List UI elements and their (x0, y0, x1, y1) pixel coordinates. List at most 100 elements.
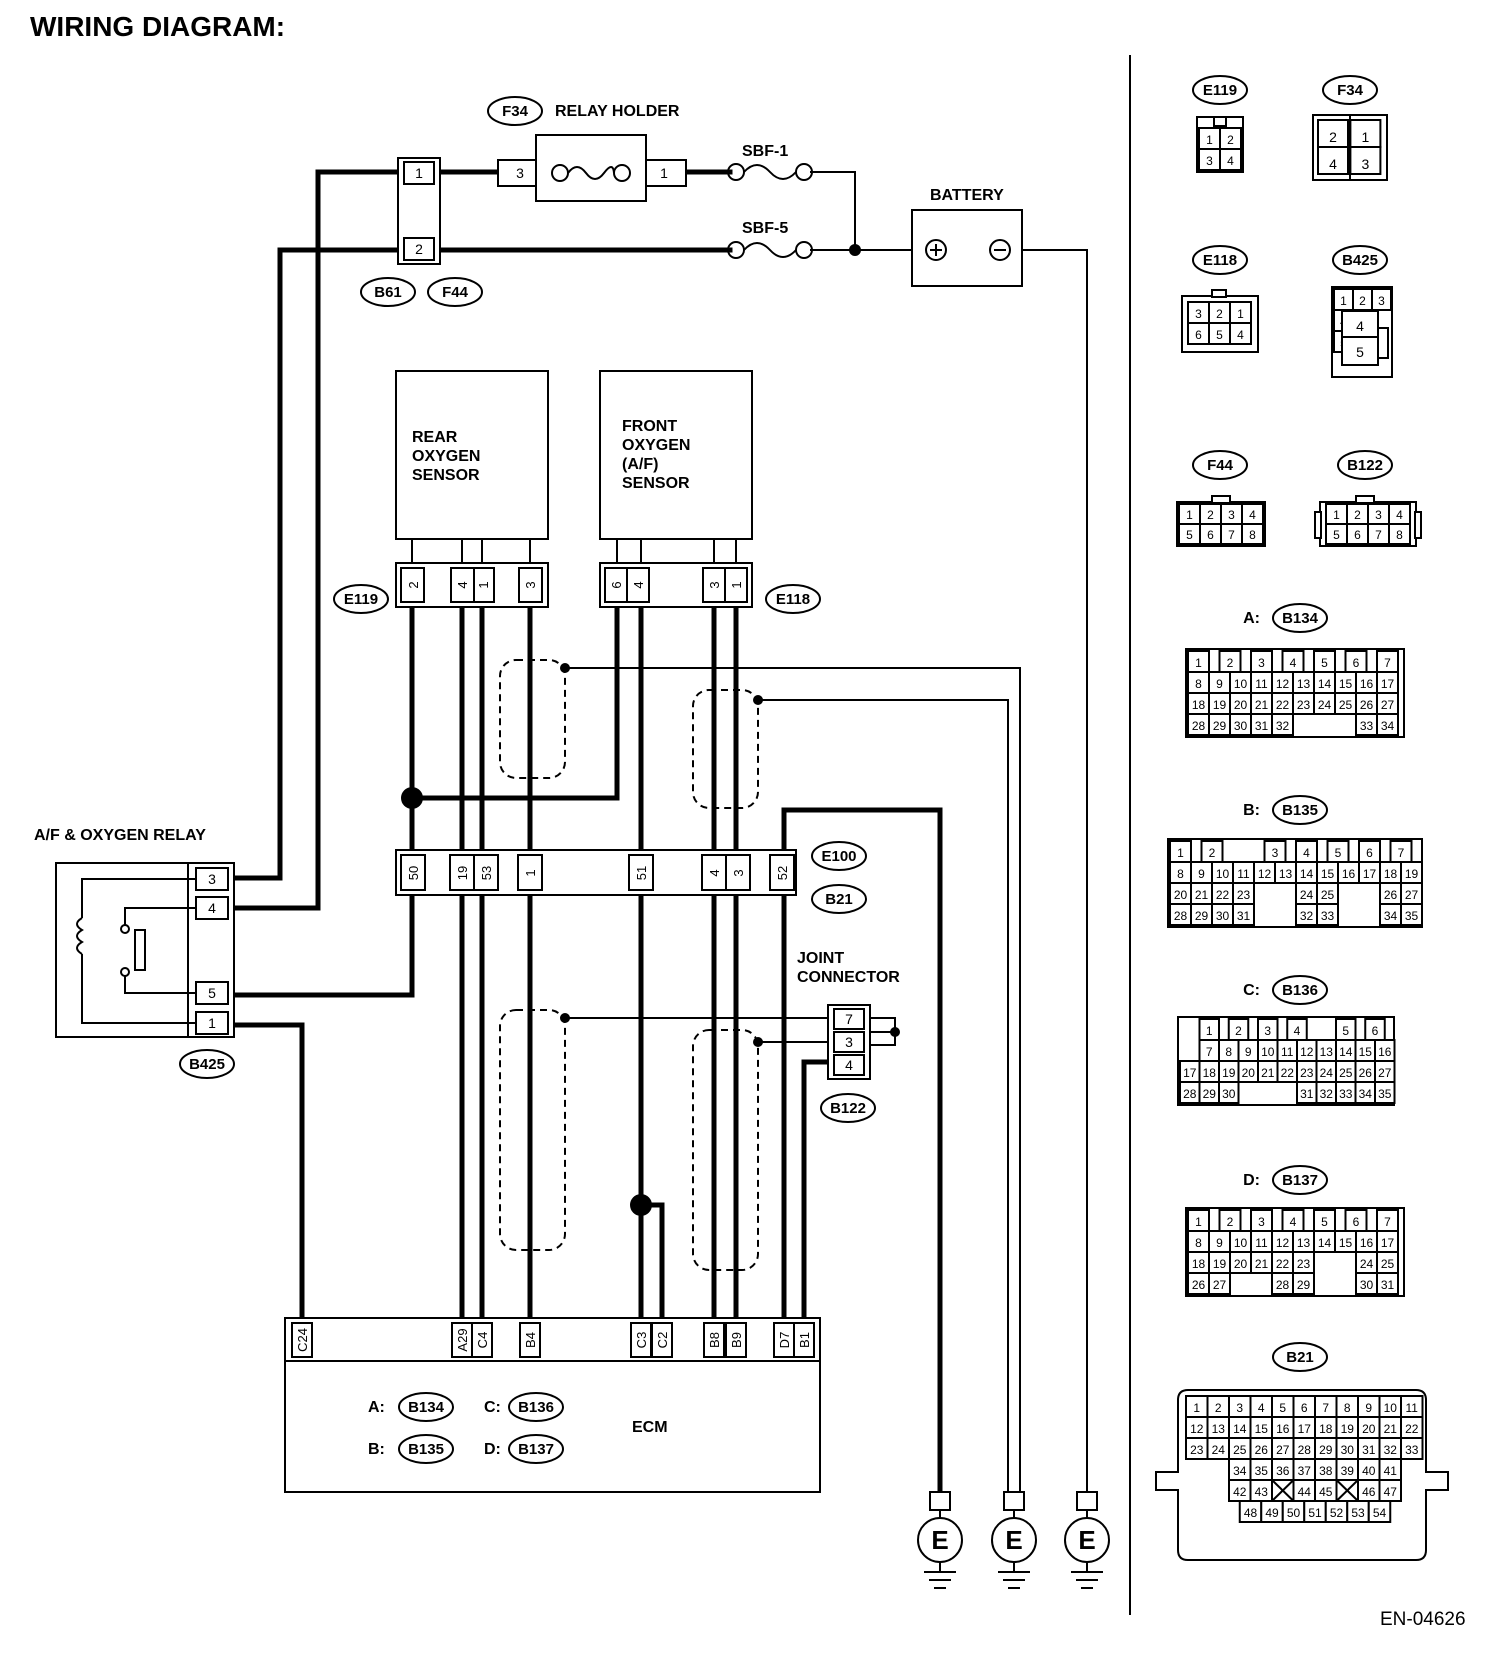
face-b135-tag: B135 (1282, 802, 1318, 819)
tag-b61: B61 (374, 284, 402, 301)
face-b425-tag: B425 (1342, 252, 1378, 269)
face-b136-pin-8: 8 (1225, 1045, 1232, 1059)
face-b137-pin-8: 8 (1195, 1236, 1202, 1250)
e100-pin-53: 53 (479, 866, 494, 880)
face-b135-pin-12: 12 (1258, 867, 1272, 881)
face-b135-pin-15: 15 (1321, 867, 1335, 881)
fuse-sbf-1-label: SBF-1 (742, 143, 788, 160)
face-b21-pin-14: 14 (1233, 1422, 1247, 1436)
face-b134-pin-22: 22 (1276, 698, 1290, 712)
face-e118-pin-6: 6 (1195, 328, 1202, 342)
e118-pin-6: 6 (609, 581, 624, 588)
face-b135-pin-31: 31 (1237, 909, 1251, 923)
ecm-label: ECM (632, 1419, 668, 1436)
ecm-pin-b1: B1 (797, 1332, 812, 1348)
relay-holder-pin-3: 3 (516, 165, 524, 181)
face-e119-pin-2: 2 (1227, 133, 1234, 147)
face-b136-pin-24: 24 (1320, 1066, 1334, 1080)
relay-pin-3: 3 (208, 871, 216, 887)
ecm-pin-b8: B8 (707, 1332, 722, 1348)
face-b134-pin-10: 10 (1234, 677, 1248, 691)
face-b134-pin-33: 33 (1360, 719, 1374, 733)
face-b136-prefix: C: (1243, 982, 1260, 999)
face-b21-pin-39: 39 (1341, 1464, 1355, 1478)
face-b137-pin-26: 26 (1192, 1278, 1206, 1292)
face-b135-pin-9: 9 (1198, 867, 1205, 881)
face-b21-pin-38: 38 (1319, 1464, 1333, 1478)
face-f44-pin-8: 8 (1249, 528, 1256, 542)
face-b21-pin-46: 46 (1362, 1485, 1376, 1499)
face-f34-pin-1: 1 (1362, 129, 1370, 145)
face-e118-pin-5: 5 (1216, 328, 1223, 342)
face-b134-pin-11: 11 (1255, 677, 1268, 691)
joint-connector-label-1: JOINT (797, 950, 844, 967)
face-b135-pin-20: 20 (1174, 888, 1188, 902)
face-b134-pin-28: 28 (1192, 719, 1206, 733)
b61-pin-1: 1 (415, 165, 423, 181)
ecm-pin-a29: A29 (455, 1328, 470, 1351)
e119-pin-3: 3 (523, 581, 538, 588)
face-b135-pin-24: 24 (1300, 888, 1314, 902)
face-b137-pin-7: 7 (1384, 1215, 1391, 1229)
face-b136-pin-27: 27 (1378, 1066, 1392, 1080)
face-b137-pin-4: 4 (1290, 1215, 1297, 1229)
face-b134-pin-8: 8 (1195, 677, 1202, 691)
face-b21-pin-29: 29 (1319, 1443, 1333, 1457)
face-b21-pin-49: 49 (1265, 1506, 1279, 1520)
face-b134-pin-27: 27 (1381, 698, 1395, 712)
tag-b122: B122 (830, 1100, 866, 1117)
ecm-tag-b137: B137 (518, 1441, 554, 1458)
face-e118-pin-4: 4 (1237, 328, 1244, 342)
face-b21-pin-31: 31 (1362, 1443, 1376, 1457)
face-b135-pin-5: 5 (1335, 846, 1342, 860)
face-b137-pin-3: 3 (1258, 1215, 1265, 1229)
ecm-tag-b134: B134 (408, 1399, 445, 1416)
face-b136-pin-9: 9 (1245, 1045, 1252, 1059)
face-b134-pin-21: 21 (1255, 698, 1269, 712)
face-b21-pin-50: 50 (1287, 1506, 1301, 1520)
e100-pin-52: 52 (775, 866, 790, 880)
rear-sensor-label-1: REAR (412, 429, 458, 446)
face-b21-pin-5: 5 (1279, 1401, 1286, 1415)
e100-pin-50: 50 (406, 866, 421, 880)
face-b134-pin-4: 4 (1290, 656, 1297, 670)
ecm-pin-c2: C2 (655, 1332, 670, 1349)
face-b137-pin-19: 19 (1213, 1257, 1227, 1271)
face-b137-pin-5: 5 (1321, 1215, 1328, 1229)
front-sensor-label-1: FRONT (622, 418, 677, 435)
wire-harness (231, 169, 1088, 1495)
face-b21-pin-48: 48 (1244, 1506, 1258, 1520)
face-b136-tag: B136 (1282, 982, 1318, 999)
face-b21-pin-34: 34 (1233, 1464, 1247, 1478)
face-b137-pin-2: 2 (1227, 1215, 1234, 1229)
af-oxygen-relay: A/F & OXYGEN RELAY 3 4 5 1 (34, 827, 235, 1038)
face-b21-pin-35: 35 (1255, 1464, 1269, 1478)
face-b137-pin-24: 24 (1360, 1257, 1374, 1271)
face-b134-pin-32: 32 (1276, 719, 1290, 733)
face-b137-prefix: D: (1243, 1172, 1260, 1189)
face-b136-pin-34: 34 (1359, 1087, 1373, 1101)
face-b136-pin-15: 15 (1359, 1045, 1373, 1059)
ecm-pin-b9: B9 (729, 1332, 744, 1348)
face-b137-pin-17: 17 (1381, 1236, 1395, 1250)
face-b21-pin-33: 33 (1405, 1443, 1419, 1457)
relay-holder-label: RELAY HOLDER (555, 103, 680, 120)
face-b136-pin-1: 1 (1206, 1024, 1213, 1038)
face-e119-pin-3: 3 (1206, 154, 1213, 168)
splice-points (401, 244, 900, 1216)
face-b137-pin-16: 16 (1360, 1236, 1374, 1250)
face-b134-pin-14: 14 (1318, 677, 1332, 691)
page-title: WIRING DIAGRAM: (30, 11, 285, 42)
face-b122-tag: B122 (1347, 457, 1383, 474)
connector-faces: E1191234F342143E118321654B4251234545F441… (1155, 75, 1449, 1561)
face-b21-pin-42: 42 (1233, 1485, 1247, 1499)
face-b122-pin-2: 2 (1354, 508, 1361, 522)
face-b135-pin-27: 27 (1405, 888, 1419, 902)
face-b134-pin-25: 25 (1339, 698, 1353, 712)
tag-b425: B425 (189, 1056, 225, 1073)
face-b21-pin-24: 24 (1212, 1443, 1226, 1457)
face-b122-pin-7: 7 (1375, 528, 1382, 542)
face-b134-pin-9: 9 (1216, 677, 1223, 691)
face-b137-pin-31: 31 (1381, 1278, 1395, 1292)
